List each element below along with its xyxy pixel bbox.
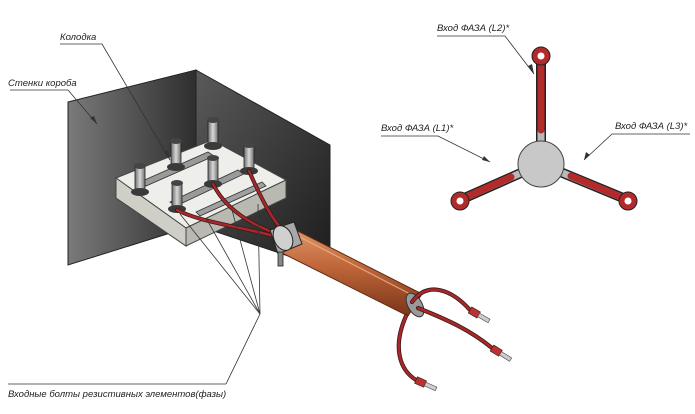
star-connector — [450, 46, 638, 211]
label-input-bolts: Входные болты резистивных элементов(фазы… — [8, 389, 227, 400]
label-phase-l2: Вход ФАЗА (L2)* — [437, 23, 510, 34]
wire-lug — [467, 306, 491, 324]
wire-lug — [489, 344, 513, 362]
bolt — [167, 138, 185, 171]
terminal-bolts — [131, 117, 258, 213]
output-wires — [396, 287, 495, 383]
bolt — [204, 117, 222, 150]
label-phase-l1: Вход ФАЗА (L1)* — [381, 123, 454, 134]
leader-arrowheads — [90, 64, 590, 162]
label-phase-l3: Вход ФАЗА (L3)* — [615, 121, 688, 132]
leader-lines — [8, 35, 690, 385]
bolt — [131, 163, 149, 196]
wire-lugs — [414, 306, 513, 392]
label-box-walls: Стенки короба — [8, 78, 77, 89]
label-terminal-block: Колодка — [60, 32, 97, 43]
cable-gland — [269, 221, 303, 267]
wire-lug — [414, 376, 438, 392]
heating-cable — [275, 225, 425, 318]
